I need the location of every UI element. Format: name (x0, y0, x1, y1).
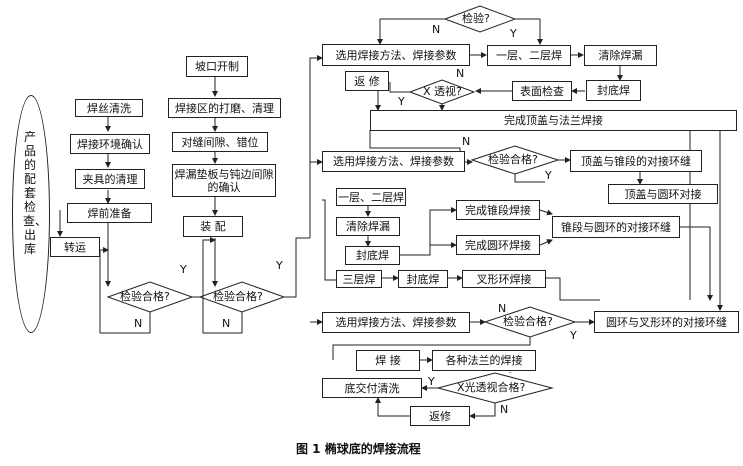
no-label: N (222, 317, 231, 330)
xray-1: X 透视? (423, 85, 462, 98)
select-params-box-1: 选用焊接方法、焊接参数 (322, 44, 470, 66)
repair-box-1: 返 修 (345, 71, 389, 91)
yes-label: Y (510, 27, 517, 40)
ring-yring-butt-box: 圆环与叉形环的对接环缝 (594, 311, 739, 333)
y-ring-box: 叉形环焊接 (462, 270, 546, 288)
yes-label: Y (428, 375, 435, 388)
backing-confirm-box: 焊漏垫板与钝边间隙的确认 (172, 164, 276, 197)
repair-box-2: 返修 (410, 406, 470, 426)
back-weld-box-c: 封底焊 (398, 270, 448, 288)
no-label: N (456, 67, 465, 80)
layer12-box-a: 一层、二层焊 (487, 45, 571, 66)
decision-diamond (436, 372, 554, 404)
inspect-top: 检验? (462, 12, 490, 25)
grind-clean-box: 焊接区的打磨、清理 (168, 98, 281, 118)
bottom-clean-box: 底交付清洗 (322, 378, 422, 398)
inspect-ok-2: 检验合格? (213, 290, 263, 303)
layer3-box: 三层焊 (336, 270, 382, 288)
assemble-box: 装 配 (183, 216, 243, 237)
cone-done-box: 完成锥段焊接 (456, 200, 540, 220)
no-label: N (134, 317, 143, 330)
pre-weld-prep-box: 焊前准备 (67, 203, 152, 223)
no-label: N (462, 135, 471, 148)
inspect-ok-1: 检验合格? (120, 290, 170, 303)
no-label: N (498, 302, 507, 315)
no-label: N (500, 403, 509, 416)
clear-leak-box-b: 清除焊漏 (336, 217, 400, 236)
decision-diamond (408, 79, 476, 105)
product-check-oval (12, 95, 50, 333)
no-label: N (432, 23, 441, 36)
weld-box: 焊 接 (356, 350, 420, 371)
top-flange-box: 完成顶盖与法兰焊接 (370, 110, 737, 131)
ring-done-box: 完成圆环焊接 (456, 235, 540, 255)
figure-caption: 图 1 椭球底的焊接流程 (296, 442, 421, 456)
product-check-text: 产品的配套检查、出库 (23, 130, 48, 256)
groove-box: 坡口开制 (186, 56, 248, 77)
gap-check-box: 对缝间隙、错位 (172, 132, 268, 152)
wire-clean-box: 焊丝清洗 (75, 99, 143, 117)
select-params-box-3: 选用焊接方法、焊接参数 (322, 312, 470, 333)
top-ring-butt-box: 顶盖与圆环对接 (608, 184, 718, 204)
xray-ok: X光透视合格? (457, 381, 526, 394)
flanges-box: 各种法兰的焊接 (432, 350, 536, 371)
layer12-box-b: 一层、二层焊 (336, 188, 406, 206)
yes-label: Y (570, 329, 577, 342)
cone-ring-butt-box: 锥段与圆环的对接环缝 (552, 216, 680, 238)
env-confirm-box: 焊接环境确认 (70, 134, 150, 154)
back-weld-box-a: 封底焊 (586, 80, 641, 101)
inspect-ok-3: 检验合格? (488, 153, 538, 166)
yes-label: Y (545, 169, 552, 182)
select-params-box-2: 选用焊接方法、焊接参数 (322, 151, 465, 172)
back-weld-box-b: 封底焊 (345, 246, 400, 265)
surface-check-box: 表面检查 (512, 81, 572, 101)
clear-leak-box-a: 清除焊漏 (584, 45, 657, 66)
transfer-box: 转运 (50, 237, 100, 257)
yes-label: Y (180, 263, 187, 276)
fixture-clean-box: 夹具的清理 (75, 169, 145, 189)
top-cone-butt-box: 顶盖与锥段的对接环缝 (570, 150, 702, 172)
yes-label: Y (398, 95, 405, 108)
yes-label: Y (276, 259, 283, 272)
inspect-ok-4: 检验合格? (503, 315, 553, 328)
